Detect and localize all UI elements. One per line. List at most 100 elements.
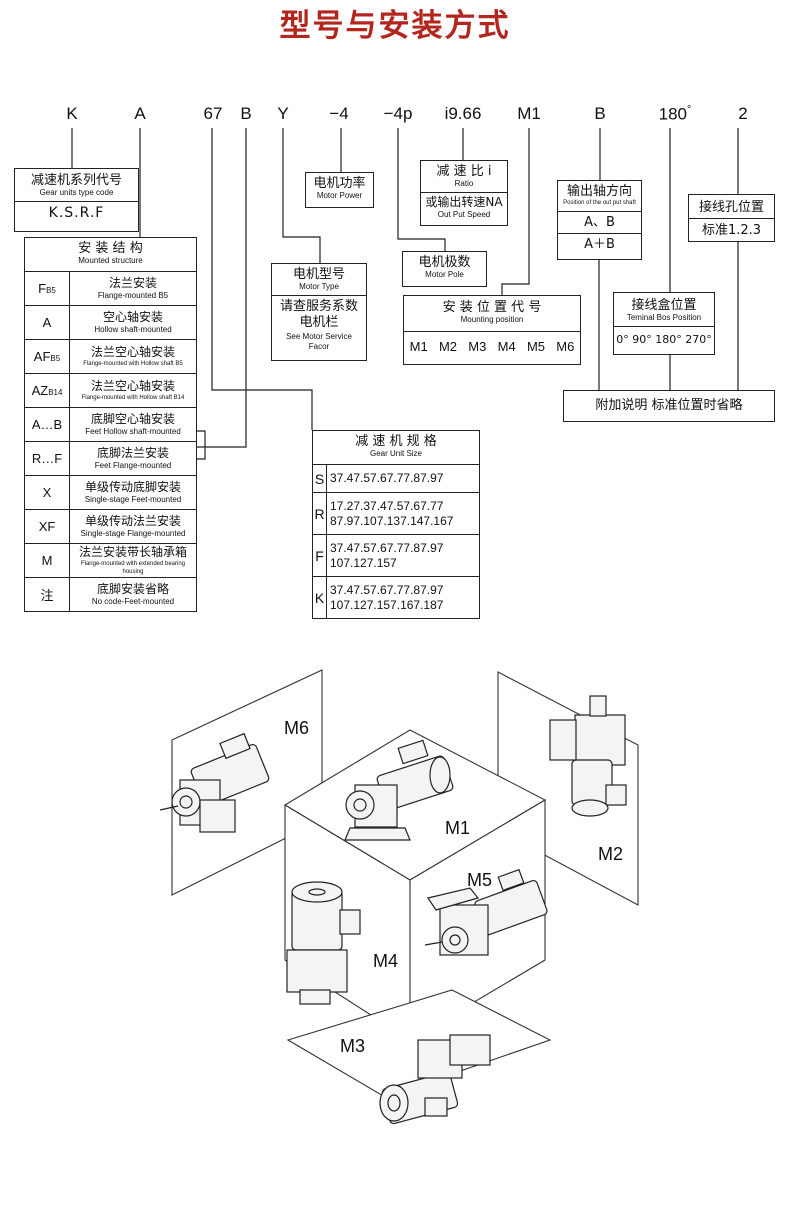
mounted-code-subscript: B5: [50, 354, 61, 363]
gearmotor-m2-icon: [549, 695, 627, 817]
code-letter-a: A: [134, 104, 146, 123]
code-letter-ratio: i9.66: [444, 104, 482, 123]
code-letter-size: 67: [203, 104, 223, 123]
gearmotor-m5-icon: [424, 868, 548, 956]
terminal-box-value: 0° 90° 180° 270°: [616, 333, 712, 346]
mounted-desc-cn: 空心轴安装: [102, 310, 163, 324]
mounted-structure-code: FB5: [24, 271, 70, 306]
diagram-label-m2: M2: [598, 844, 624, 864]
mounted-desc-en: No code-Feet-mounted: [91, 597, 175, 606]
mounted-code-text: A…B: [31, 417, 63, 432]
mounting-code: M6: [556, 339, 575, 354]
motor-power-label-en: Motor Power: [316, 191, 363, 200]
mounted-structure-label-en: Mounted structure: [78, 256, 143, 265]
mounted-desc-cn: 法兰空心轴安装: [90, 345, 175, 359]
gear-size-line: 17.27.37.47.57.67.77: [330, 498, 444, 513]
mounted-code-text: F: [38, 281, 47, 296]
mounted-code-text: AF: [33, 349, 51, 364]
terminal-box-box: 接线盒位置 Teminal Bos Position 0° 90° 180° 2…: [613, 292, 715, 355]
mounted-desc-en: Flange-mounted with Hollow shaft B5: [83, 361, 183, 367]
mounted-code-subscript: B14: [48, 388, 63, 397]
diagram-label-m4: M4: [373, 951, 399, 971]
motor-power-box: 电机功率 Motor Power: [305, 172, 374, 208]
mounted-code-text: X: [42, 485, 52, 500]
terminal-hole-value: 标准1.2.3: [701, 223, 762, 238]
mounting-code: M3: [468, 339, 487, 354]
mounted-structure-code: 注: [24, 577, 70, 612]
motor-pole-box: 电机极数 Motor Pole: [402, 251, 487, 287]
mounted-desc-en: Feet Hollow shaft-mounted: [85, 427, 181, 436]
mounting-position-label-en: Mounting position: [460, 315, 524, 324]
degree-mark: °: [686, 104, 692, 116]
mounted-structure-code: R…F: [24, 441, 70, 476]
mounted-desc-en: Hollow shaft-mounted: [94, 325, 172, 334]
terminal-box-code: 180: [658, 104, 687, 124]
gear-size-line: 107.127.157.167.187: [330, 597, 444, 612]
diagram-label-m1: M1: [445, 818, 471, 838]
mounted-desc-en: Flange-mounted B5: [97, 291, 169, 300]
gear-size-label-en: Gear Unit Size: [369, 449, 423, 458]
mounted-code-text: AZ: [31, 383, 49, 398]
code-letter-b: B: [240, 104, 252, 123]
gear-size-label: 减 速 机 规 格: [355, 434, 437, 449]
code-letter-pole: −4p: [383, 104, 413, 123]
mounting-position-box: 安 装 位 置 代 号 Mounting position M1 M2 M3 M…: [403, 295, 581, 365]
motor-service-label: 请查服务系数电机栏: [279, 299, 358, 330]
mounted-desc-cn: 单级传动法兰安装: [84, 514, 181, 528]
mounted-code-text: A: [42, 315, 52, 330]
mounted-desc-en: Feet Flange-mounted: [94, 461, 172, 470]
code-letter-shaft: B: [594, 104, 606, 123]
output-shaft-label: 输出轴方向: [566, 184, 632, 199]
ratio-label: 减 速 比 i: [436, 164, 492, 179]
motor-type-label-en: Motor Type: [299, 282, 339, 291]
terminal-box-label: 接线盒位置: [631, 298, 697, 313]
code-letter-k: K: [66, 104, 78, 123]
gear-size-line: 37.47.57.67.77.87.97: [330, 471, 444, 485]
output-shaft-label-en: Position of the out put shaft: [563, 200, 636, 206]
output-shaft-option-2: A＋B: [584, 237, 615, 252]
output-speed-label-en: Out Put Speed: [437, 210, 491, 219]
motor-type-box: 电机型号 Motor Type 请查服务系数电机栏 See Motor Serv…: [271, 263, 367, 361]
code-letter-mounting: M1: [517, 104, 541, 123]
diagram-label-m3: M3: [340, 1036, 366, 1056]
mounted-structure-code: XF: [24, 509, 70, 544]
mounted-desc-cn: 底脚空心轴安装: [90, 412, 175, 426]
motor-service-label-en: See Motor Service Facor: [286, 332, 352, 351]
mounting-position-label: 安 装 位 置 代 号: [442, 300, 542, 315]
mounted-desc-cn: 法兰安装带长轴承箱: [78, 545, 187, 559]
mounted-structure-code: AFB5: [24, 339, 70, 374]
series-box: 减速机系列代号 Gear units type code K.S.R.F: [14, 168, 139, 232]
mounted-code-text: 注: [40, 588, 54, 603]
page-title: 型号与安装方式: [279, 8, 511, 44]
mounted-desc-cn: 法兰安装: [108, 276, 157, 290]
mounted-structure-header: 安 装 结 构 Mounted structure: [24, 237, 197, 272]
terminal-hole-box: 接线孔位置 标准1.2.3: [688, 194, 775, 242]
mounted-structure-desc: 法兰空心轴安装 Flange-mounted with Hollow shaft …: [69, 339, 197, 374]
mounting-code: M4: [497, 339, 516, 354]
diagram-label-m6: M6: [284, 718, 310, 738]
mounted-desc-cn: 底脚法兰安装: [96, 446, 169, 460]
gear-size-line: 37.47.57.67.77.87.97: [330, 582, 444, 597]
mounted-desc-cn: 底脚安装省略: [96, 582, 169, 596]
motor-power-label: 电机功率: [313, 176, 366, 191]
series-label-en: Gear units type code: [39, 188, 114, 197]
output-shaft-option-1: A、B: [584, 215, 615, 230]
mounted-structure-row: AFB5 法兰空心轴安装 Flange-mounted with Hollow sh…: [24, 339, 197, 374]
mounted-code-text: R…F: [31, 451, 63, 466]
